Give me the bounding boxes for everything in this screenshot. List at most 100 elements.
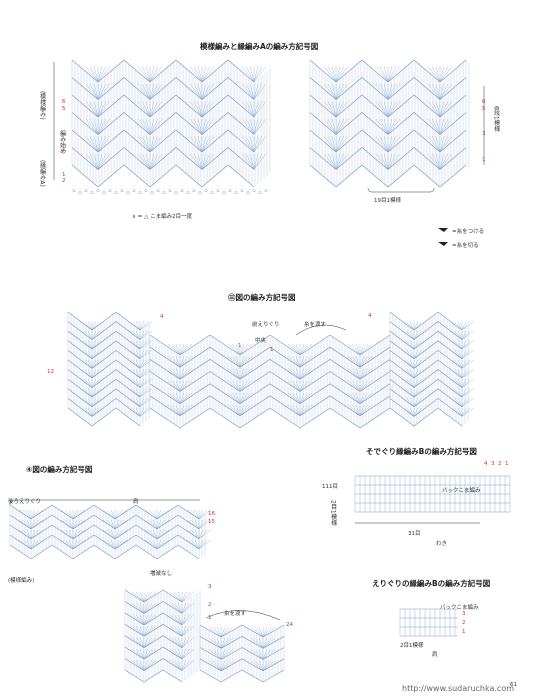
main-row-6: 6 [62,99,66,105]
edge-a-stitch [186,191,190,195]
edge-a-stitch [240,189,244,193]
edge-a-stitch [132,189,136,193]
pattern-d-label: (模様編み) [8,578,35,584]
main-edge-row-1: 1 [62,172,66,178]
join-yarn-icon [438,228,448,232]
edge-a-stitch [72,189,76,193]
center-label: 中央 [255,338,267,344]
main-right-row-3: 3 [482,131,486,137]
edge-a-stitch [234,191,238,195]
edge-a-stitch [96,189,100,193]
chart-d-lower-block [124,589,201,683]
edge-start-label: 編み始め [58,130,66,154]
edge-a-stitch [108,189,112,193]
b-row-12: 12 [47,369,54,375]
main-chart-left-block [71,59,271,188]
edge-a-stitch [162,191,166,195]
chart-b-center-block [149,334,391,429]
collar-row-3: 3 [462,611,466,617]
collar-back-sc-label: バックこま編み [440,605,479,611]
d-top-brace [9,499,200,506]
d-yarn-arc [205,610,281,621]
d-row-24: 24 [286,622,293,628]
edge-a-stitch [192,189,196,193]
legend-formula: ∧ = △ こま編み2目一度 [132,214,193,220]
sleeve-chart-title: そでぐり縁編みBの編み方記号図 [366,447,477,456]
edge-a-stitch [264,189,268,193]
back-neck-label: 後ろえりぐり [8,499,42,505]
d-row-1: 1 [208,615,212,621]
edge-a-stitch [138,191,142,195]
pattern-repeat-vertical: 6段1模様 [492,106,500,132]
main-chart-right-block [309,59,470,188]
sleeve-row-1: 1 [505,461,509,467]
chart-d-title: ④図の編み方記号図 [26,465,93,474]
collar-row-1: 1 [462,629,466,635]
edge-a-stitch [150,191,154,195]
legend-join: =糸をつける [452,229,485,235]
sleeve-row-4: 4 [484,461,488,467]
main-row-1: 1 [62,147,66,153]
sleeve-111-label: 111目 [322,484,338,490]
sleeve-31-label: 31目 [408,531,421,537]
collar-shoulder-label: 肩 [432,652,438,658]
b-row-4-right: 4 [368,313,372,319]
edge-a-stitch [216,189,220,193]
sleeve-row-2: 2 [498,461,502,467]
sleeve-repeat-label: 2目1模様 [329,500,337,526]
edge-a-stitch [252,189,256,193]
edge-a-stitch [144,189,148,193]
edge-a-stitch [180,189,184,193]
d-row-15: 15 [208,519,215,525]
sleeve-row-3: 3 [491,461,495,467]
d-row-16: 16 [208,511,215,517]
edge-a-stitch [120,189,124,193]
b-row-4-left: 4 [160,314,164,320]
front-neck-label: 前えりぐり [252,322,280,328]
chart-d-top-block [9,504,212,560]
b-row-1-a: 1 [238,343,242,349]
d-yarn-label: 糸を渡す [224,611,247,617]
no-shaping-label: 増減なし [150,571,173,577]
chart-d-tail-block [199,624,285,683]
edge-a-stitch [90,191,94,195]
edge-a-stitch [198,191,202,195]
main-edge-row-2: 2 [62,178,66,184]
pattern-repeat-horizontal: 19目1模様 [374,198,401,204]
edge-a-stitch [258,191,262,195]
main-right-row-5: 5 [482,106,486,112]
edge-a-stitch [84,189,88,193]
b-row-1-b: 1 [270,347,274,353]
edge-a-stitch [204,189,208,193]
pattern-stitch-label: (模様編み) [38,91,46,120]
edge-a-stitch [114,191,118,195]
edge-a-stitch [228,189,232,193]
main-chart-title: 模様編みと縁編みAの編み方記号図 [200,42,319,51]
edge-a-stitch [174,191,178,195]
edge-a-label: (縁編みA) [38,160,46,187]
edge-a-stitch [222,191,226,195]
edge-a-stitch [246,191,250,195]
main-right-row-1: 1 [482,157,486,163]
repeat-brace [367,187,435,193]
cut-yarn-icon [438,242,448,246]
chart-b-right-block [389,311,475,427]
d-row-2: 2 [208,602,212,608]
collar-row-2: 2 [462,620,466,626]
edge-a-stitch [210,191,214,195]
main-right-row-6: 6 [482,99,486,105]
legend-cut: =糸を切る [452,243,479,249]
chart-b-left-block [67,311,153,427]
edge-a-stitch [168,189,172,193]
sleeve-side-label: わき [436,541,448,547]
main-row-5: 5 [62,106,66,112]
b-yarn-label: 糸を渡す [304,322,327,328]
collar-repeat-label: 2目1模様 [400,643,424,649]
edge-a-stitch [126,191,130,195]
page-number: 61 [510,682,517,688]
edge-a-stitch [156,189,160,193]
edge-a-stitch [102,191,106,195]
b-yarn-arc [295,324,347,336]
watermark: http://www.sudaruchka.com [402,684,515,693]
